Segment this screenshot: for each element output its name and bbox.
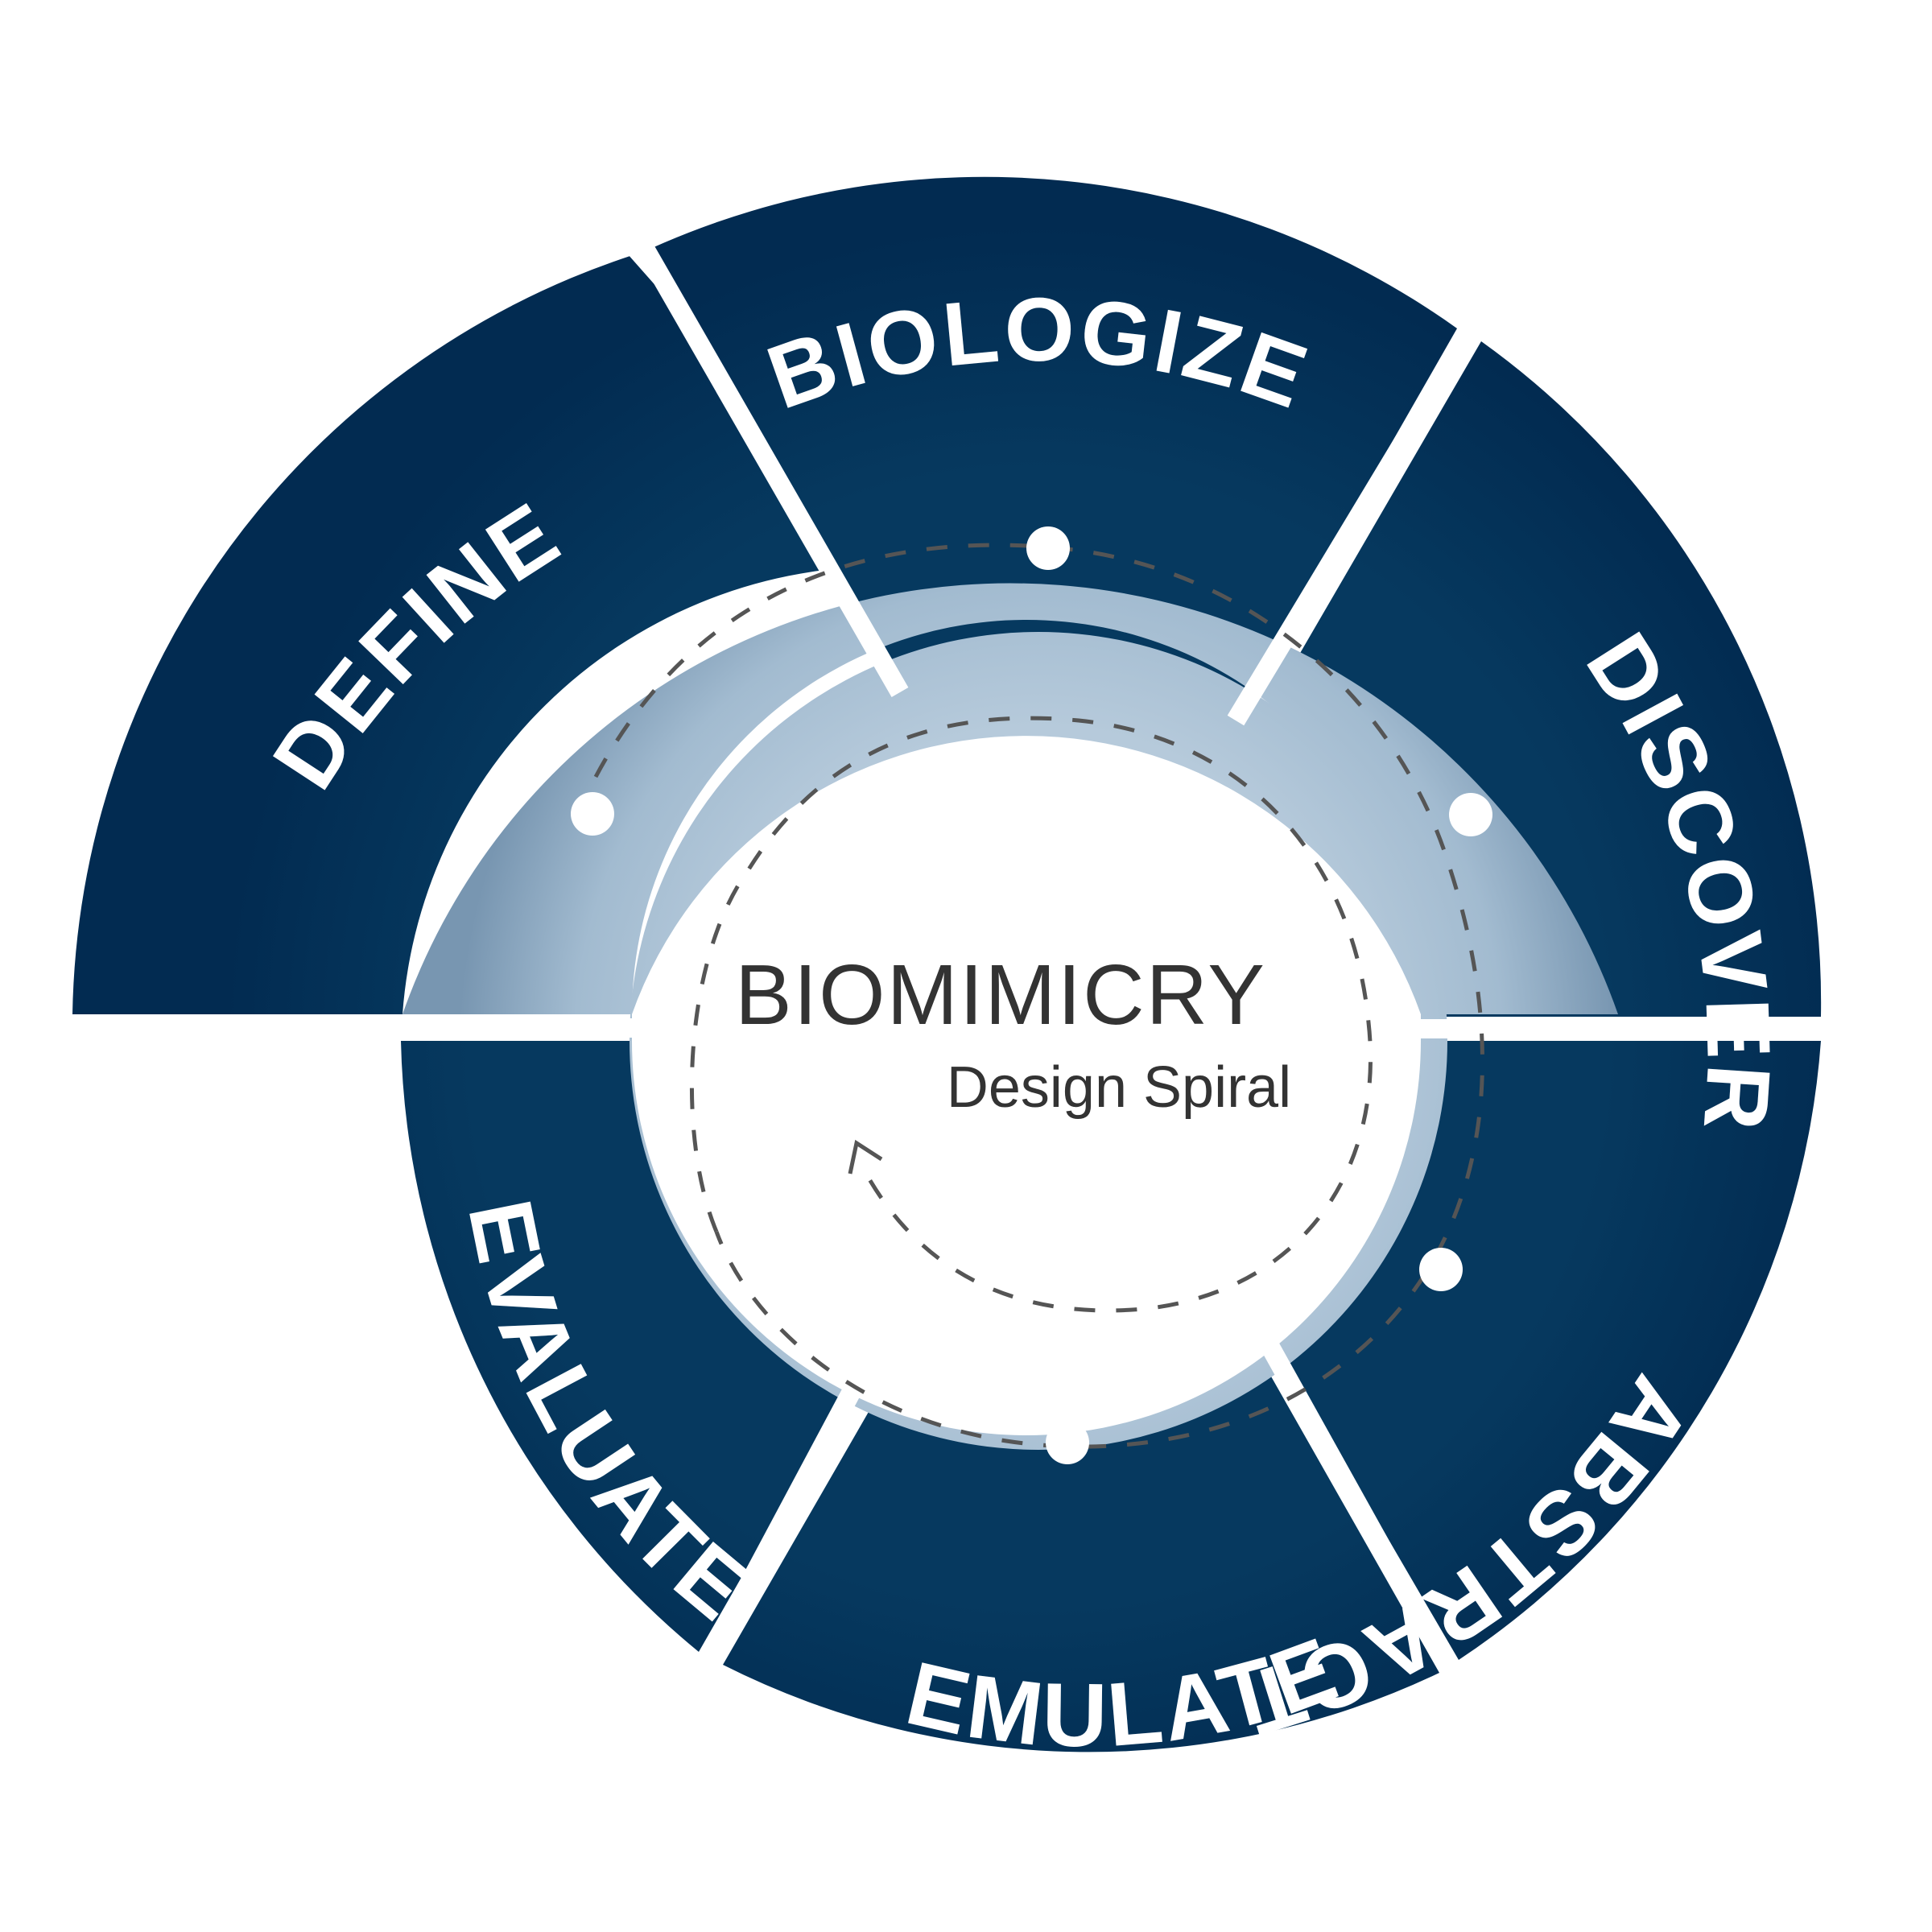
divider-define-biologize [632,237,909,697]
stage-nodes [571,526,1492,1464]
node-define [571,792,614,836]
center-subtitle: Design Spiral [947,1055,1291,1120]
spiral-outer-dashes [593,543,1484,1449]
node-biologize [1026,526,1070,570]
segment-biologize[interactable] [652,176,1457,709]
dividers [390,237,1831,1673]
center-disk-lower [782,819,1294,1331]
spiral-arrow-head [848,1139,883,1174]
spiral-inner-dashes [689,716,1373,1313]
node-evaluate [743,1237,786,1281]
spiral-path [593,543,1484,1449]
node-abstract [1419,1248,1463,1291]
inner-ring-upper [402,583,1618,1014]
divider-biologize-discover [1227,320,1482,726]
center-title: BIOMIMICRY [735,947,1266,1042]
node-discover [1449,793,1492,836]
divider-abstract-emulate [1243,1309,1458,1673]
node-emulate [1046,1421,1089,1464]
segment-emulate[interactable] [723,1327,1439,1752]
segment-define[interactable] [72,256,904,1014]
